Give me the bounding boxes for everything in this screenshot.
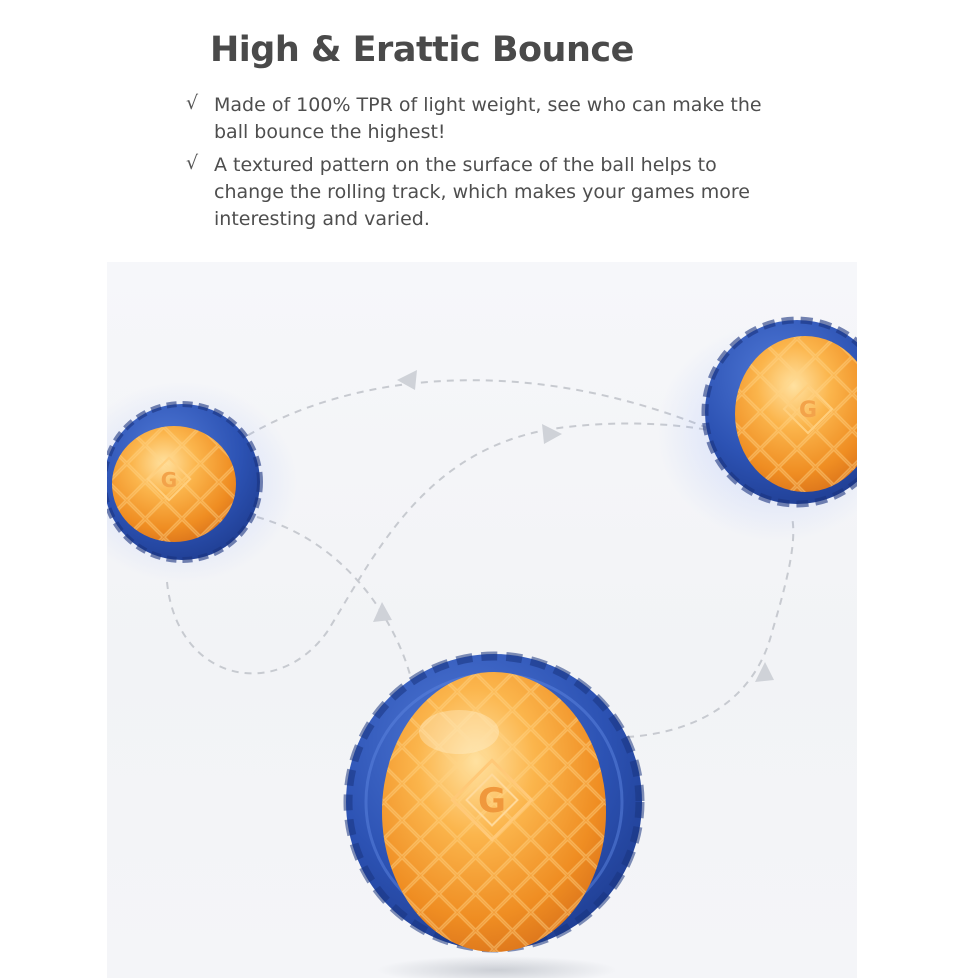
feature-text-textured-pattern: A textured pattern on the surface of the…	[214, 154, 750, 230]
feature-item-light-weight: √ Made of 100% TPR of light weight, see …	[186, 92, 786, 146]
ball-top-right: G	[657, 316, 857, 542]
feature-text-light-weight: Made of 100% TPR of light weight, see wh…	[214, 94, 762, 143]
path-right-drop	[626, 516, 795, 738]
ball-top-left: G	[107, 382, 297, 582]
feature-list: √ Made of 100% TPR of light weight, see …	[186, 92, 786, 239]
check-mark-icon: √	[186, 152, 199, 174]
arrow-up-right-icon	[755, 662, 774, 682]
trajectory-arrows	[373, 370, 774, 682]
ball-logo: G	[161, 468, 177, 492]
bouncing-balls-svg: G G G	[107, 316, 857, 978]
feature-title: High & Erattic Bounce	[210, 30, 634, 70]
ball-logo: G	[478, 781, 506, 821]
path-cross-arc	[256, 516, 413, 683]
ball-bottom-center: G	[343, 651, 645, 953]
arrow-left-icon	[397, 370, 417, 390]
trajectory-paths	[166, 379, 795, 738]
feature-item-textured-pattern: √ A textured pattern on the surface of t…	[186, 152, 786, 233]
arrow-up-icon	[373, 602, 392, 622]
ball-shadow	[377, 956, 617, 978]
path-upper-arc	[236, 379, 718, 443]
ball-logo: G	[799, 398, 817, 423]
arrow-right-icon	[542, 424, 562, 444]
check-mark-icon: √	[186, 92, 199, 114]
bouncing-balls-illustration: G G G	[107, 262, 857, 978]
